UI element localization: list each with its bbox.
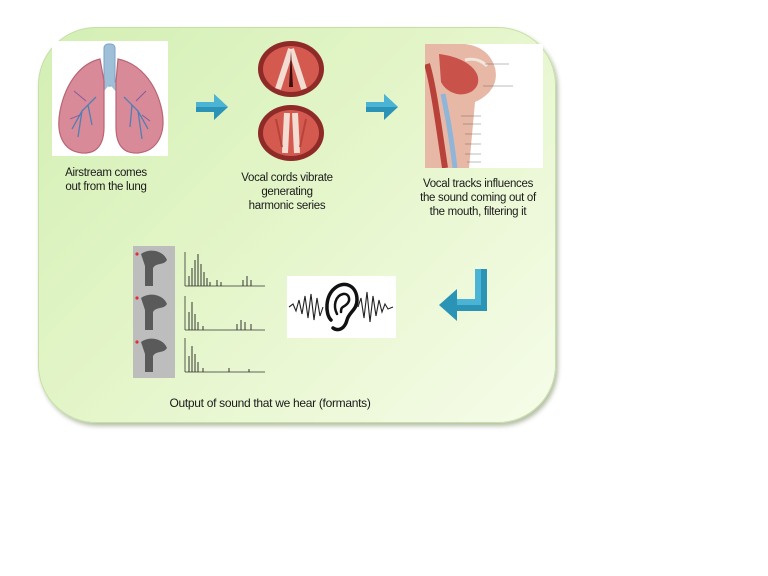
caption-line: harmonic series: [248, 200, 326, 212]
caption-line: out from the lung: [65, 181, 147, 193]
caption-line: the mouth, filtering it: [429, 206, 527, 218]
vocal-cords-image: [258, 41, 324, 161]
vocal-tract-image: [425, 44, 543, 168]
down-left-return-arrow-icon: [439, 269, 487, 321]
caption-line: the sound coming out of: [420, 192, 536, 204]
caption-line: Vocal tracks influences: [422, 178, 534, 190]
lungs-image: [52, 41, 168, 156]
ear-soundwave-image: [287, 276, 396, 338]
output-caption: Output of sound that we hear (formants): [169, 396, 371, 410]
vocal-tract-caption: Vocal tracks influences the sound coming…: [414, 177, 542, 219]
lungs-caption: Airstream comes out from the lung: [48, 166, 164, 194]
caption-line: Vocal cords vibrate: [241, 172, 333, 184]
right-arrow-icon: [366, 94, 398, 120]
vocal-cords-caption: Vocal cords vibrate generating harmonic …: [224, 171, 350, 213]
formant-spectra-image: [133, 246, 265, 378]
caption-line: generating: [261, 186, 313, 198]
caption-line: Airstream comes: [65, 167, 147, 179]
right-arrow-icon: [196, 94, 228, 120]
